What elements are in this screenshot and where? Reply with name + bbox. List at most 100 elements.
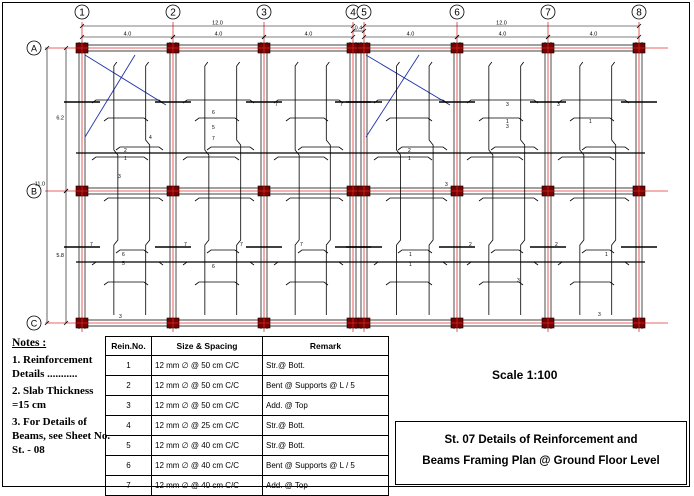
dimension-vertical-total: 11.0 — [35, 182, 45, 188]
rebar-horizontal — [373, 156, 433, 161]
rebar-horizontal — [194, 281, 240, 286]
header-remark: Remark — [262, 336, 389, 356]
rebar-vertical — [236, 61, 242, 315]
bar-mark: 3 — [517, 278, 520, 284]
rebar-horizontal — [466, 156, 524, 161]
rebar-horizontal — [478, 117, 524, 122]
rebar-horizontal — [103, 281, 149, 286]
dimension-tick — [261, 34, 267, 40]
bar-mark: 7 — [90, 242, 93, 248]
dimension-bay: 4.0 — [590, 32, 598, 38]
dimension-overall: 12.0 — [212, 21, 223, 27]
rebar-horizontal — [385, 117, 433, 122]
note-1: 1. Reinforcement Details ........... — [12, 354, 93, 380]
rebar-horizontal — [103, 197, 164, 202]
table-header-row: Rein.No. Size & Spacing Remark — [105, 336, 389, 356]
dimension-tick — [454, 34, 460, 40]
dimension-tick — [350, 34, 356, 40]
grid-label-column: 7 — [545, 8, 551, 19]
rebar-horizontal — [115, 146, 164, 151]
bar-mark: 1 — [408, 156, 411, 162]
dimension-bay: 4.0 — [499, 32, 507, 38]
bar-mark: 7 — [340, 102, 343, 108]
rebar-horizontal — [285, 197, 344, 202]
dimension-vertical: 6.2 — [56, 116, 64, 122]
rebar-horizontal — [115, 249, 149, 254]
rebar-horizontal — [182, 99, 255, 104]
dimension-tick — [79, 34, 85, 40]
bar-mark: 2 — [408, 148, 411, 154]
rebar-horizontal — [490, 146, 539, 151]
dimension-tick — [44, 320, 50, 326]
remark: Bent @ Supports @ L / 5 — [262, 455, 389, 476]
rebar-horizontal — [581, 249, 615, 254]
bar-mark: 6 — [212, 264, 215, 270]
rein-no: 1 — [105, 355, 152, 376]
bar-mark: 7 — [212, 136, 215, 142]
size-spacing: 12 mm ∅ @ 40 cm C/C — [151, 475, 263, 496]
notes-heading: Notes : — [12, 337, 47, 349]
rebar-vertical — [145, 61, 151, 315]
beam-lines — [76, 42, 645, 329]
note-2: 2. Slab Thickness =15 cm — [12, 385, 94, 411]
dimension-bay: 4.0 — [305, 32, 313, 38]
note-3: 3. For Details of Beams, see Sheet No. S… — [12, 416, 111, 456]
bar-mark: 3 — [118, 174, 121, 180]
bar-mark: 3 — [506, 102, 509, 108]
notes: Notes : 1. Reinforcement Details .......… — [12, 336, 112, 460]
rebar-horizontal — [385, 281, 433, 286]
title-line-2: Beams Framing Plan @ Ground Floor Level — [422, 455, 660, 467]
dimension-tick — [63, 45, 69, 51]
bar-mark: 1 — [409, 262, 412, 268]
opening-diagonal — [365, 54, 420, 138]
rebar-horizontal — [297, 146, 344, 151]
rebar-horizontal — [557, 261, 630, 266]
opening-diagonal — [84, 54, 136, 138]
columns — [75, 42, 646, 329]
rebar-vertical — [113, 61, 119, 315]
grid-bubble-column — [256, 4, 272, 20]
grid-bubble-column — [165, 4, 181, 20]
dimension-tick — [361, 34, 367, 40]
rebar-vertical — [488, 61, 494, 315]
dimension-bay: 4.0 — [124, 32, 132, 38]
rebar-horizontal — [569, 281, 615, 286]
rein-no: 2 — [105, 375, 152, 396]
grid-lines — [45, 22, 668, 332]
grid-label-column: 4 — [350, 8, 356, 19]
rebar-horizontal — [285, 281, 329, 286]
grid-label-column: 2 — [170, 8, 176, 19]
bar-mark: 5 — [212, 125, 215, 131]
rein-no: 7 — [105, 475, 152, 496]
rebar-horizontal — [557, 156, 615, 161]
grid-bubble-column — [449, 4, 465, 20]
bar-mark: 3 — [557, 102, 560, 108]
bar-mark: 2 — [469, 242, 472, 248]
size-spacing: 12 mm ∅ @ 40 cm C/C — [151, 435, 263, 456]
size-spacing: 12 mm ∅ @ 50 cm C/C — [151, 395, 263, 416]
rebar-horizontal — [373, 99, 448, 104]
rebar-horizontal — [478, 197, 539, 202]
bar-mark: 2 — [555, 242, 558, 248]
rebar-horizontal — [273, 156, 329, 161]
rebar-vertical — [204, 61, 210, 315]
rebar-horizontal — [91, 99, 164, 104]
dimension-tick — [44, 45, 50, 51]
dimension-bay: 4.0 — [215, 32, 223, 38]
header-size-spacing: Size & Spacing — [151, 336, 263, 356]
bar-mark: 7 — [275, 102, 278, 108]
title-line-1: St. 07 Details of Reinforcement and — [444, 434, 638, 446]
rebar-horizontal — [91, 261, 164, 266]
dimension-tick — [350, 28, 356, 34]
grid-bubble-row — [26, 40, 42, 56]
grid-bubble-column — [631, 4, 647, 20]
grid-bubble-column — [540, 4, 556, 20]
rebar-horizontal — [466, 261, 539, 266]
bar-mark: 1 — [506, 119, 509, 125]
rein-no: 4 — [105, 415, 152, 436]
